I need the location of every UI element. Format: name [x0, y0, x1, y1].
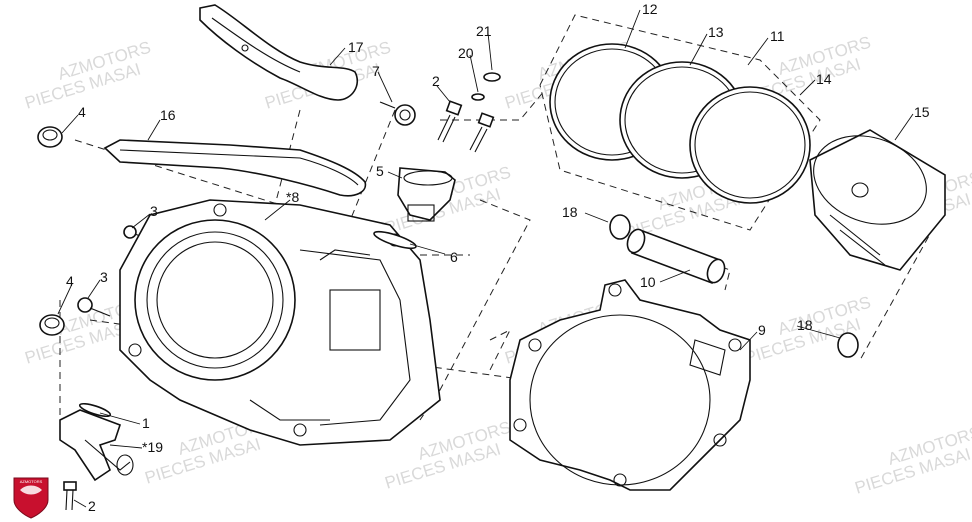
callout-2-lower: 2	[88, 498, 96, 514]
callout-numbers: 4 16 17 7 2 20 21 5 6 3 *8 3 4 12 13 11 …	[66, 1, 930, 514]
callout-16: 16	[160, 107, 176, 123]
callout-3-lower: 3	[100, 269, 108, 285]
logo-text: AZMOTORS	[20, 479, 43, 484]
plug-screw	[379, 101, 416, 126]
chain-guide-lower	[103, 139, 367, 197]
bolt-2-upper-left	[437, 100, 463, 143]
callout-14: 14	[816, 71, 832, 87]
callout-18-upper: 18	[562, 204, 578, 220]
washer-21	[483, 72, 501, 82]
callout-12: 12	[642, 1, 658, 17]
callout-4-lower: 4	[66, 273, 74, 289]
callout-17: 17	[348, 39, 364, 55]
chain-guide-upper	[199, 4, 359, 101]
callout-11: 11	[770, 28, 785, 44]
piston	[809, 129, 946, 271]
callout-4-upper: 4	[78, 104, 86, 120]
callout-20: 20	[458, 45, 474, 61]
callout-18-lower: 18	[797, 317, 813, 333]
cylinder-base-gasket	[509, 279, 751, 491]
dowel-pin-upper	[37, 126, 63, 148]
azmotors-logo: AZMOTORS	[13, 477, 49, 519]
callout-5: 5	[376, 163, 384, 179]
dowel-pin-lower	[39, 314, 65, 336]
circlip-lower	[837, 332, 859, 358]
callout-21: 21	[476, 23, 492, 39]
callout-19: *19	[142, 439, 163, 455]
bolt-2-lower	[63, 481, 77, 511]
callout-15: 15	[914, 104, 930, 120]
callout-6: 6	[450, 249, 458, 265]
water-inlet-gasket	[78, 402, 112, 418]
callout-3-upper: 3	[150, 203, 158, 219]
callout-leaders	[57, 9, 914, 508]
callout-1: 1	[142, 415, 150, 431]
bolt-3-lower	[77, 297, 111, 317]
callout-2-upper: 2	[432, 73, 440, 89]
water-inlet-fitting	[59, 409, 134, 482]
callout-10: 10	[640, 274, 656, 290]
callout-8: *8	[286, 189, 299, 205]
tensioner-gasket	[373, 230, 417, 250]
circlip-upper	[609, 214, 631, 240]
piston-pin	[626, 228, 726, 285]
tensioner-body	[397, 167, 456, 222]
callout-13: 13	[708, 24, 724, 40]
piston-ring-14	[689, 86, 811, 204]
o-ring-20	[471, 93, 485, 101]
callout-7: 7	[372, 63, 380, 79]
cylinder-block	[119, 199, 441, 446]
callout-9: 9	[758, 322, 766, 338]
bolt-2-upper-right	[469, 112, 495, 153]
